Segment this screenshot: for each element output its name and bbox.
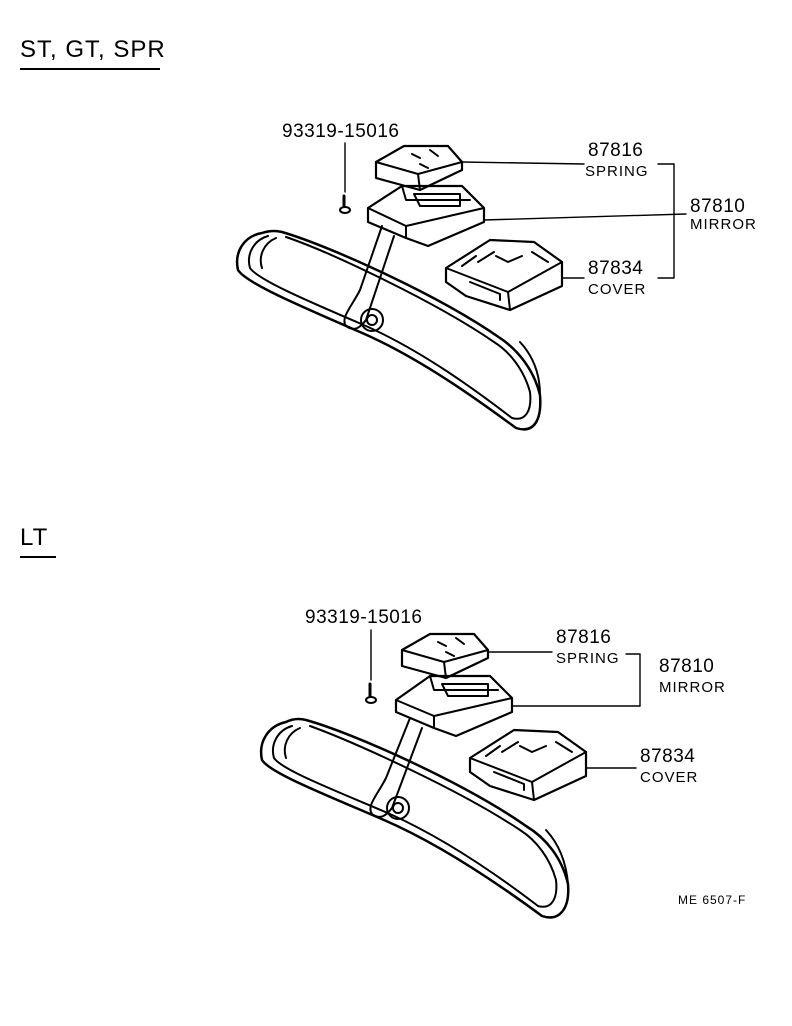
cover-part xyxy=(444,238,564,312)
mirror-mount xyxy=(394,674,514,738)
spring-part xyxy=(400,632,490,680)
mirror-label: MIRROR xyxy=(659,679,726,696)
spring-label: SPRING xyxy=(585,163,649,180)
section-title: ST, GT, SPR xyxy=(20,36,166,70)
cover-part-number: 87834 xyxy=(640,746,696,767)
bolt-part-number: 93319-15016 xyxy=(282,121,400,142)
bolt-part xyxy=(365,682,377,704)
spring-part-number: 87816 xyxy=(556,627,612,648)
mirror-body xyxy=(259,717,570,919)
bolt-part xyxy=(339,194,351,214)
cover-label: COVER xyxy=(640,769,699,786)
mirror-body xyxy=(235,229,542,431)
title-underline xyxy=(20,68,160,70)
mirror-stay xyxy=(369,717,423,820)
bolt-part-number: 93319-15016 xyxy=(305,607,423,628)
cover-part-number: 87834 xyxy=(588,258,644,279)
mirror-stay xyxy=(343,225,395,332)
section-title: LT xyxy=(20,524,56,558)
section-title-text: LT xyxy=(20,524,49,551)
diagram-code: ME 6507-F xyxy=(678,893,747,907)
mirror-mount xyxy=(366,184,486,248)
mirror-part-number: 87810 xyxy=(690,196,746,217)
spring-label: SPRING xyxy=(556,650,620,667)
section-title-text: ST, GT, SPR xyxy=(20,36,166,63)
mirror-label: MIRROR xyxy=(690,216,757,233)
title-underline xyxy=(20,556,56,558)
cover-part xyxy=(468,728,588,802)
mirror-part-number: 87810 xyxy=(659,656,715,677)
leader-lines xyxy=(344,142,687,279)
assembly-2 xyxy=(259,629,641,919)
spring-part xyxy=(374,144,464,192)
leader-lines xyxy=(370,629,641,769)
cover-label: COVER xyxy=(588,281,647,298)
assembly-1 xyxy=(235,142,687,431)
spring-part-number: 87816 xyxy=(588,140,644,161)
